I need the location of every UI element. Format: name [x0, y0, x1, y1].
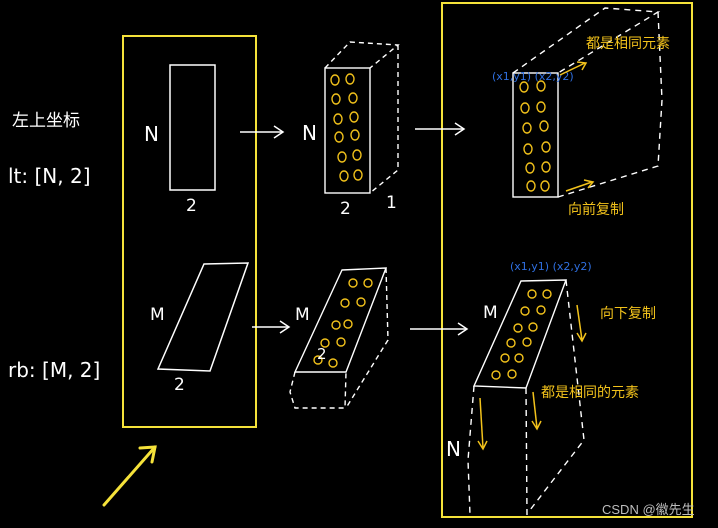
rb-matrix-rows-label: M	[150, 305, 165, 325]
rb-expanded-block	[289, 267, 389, 409]
same-elements-bottom-note: 都是相同的元素	[541, 385, 639, 401]
arrow-rb-to-expanded	[252, 320, 291, 334]
rb-broadcast-coords: (x1,y1) (x2,y2)	[510, 260, 592, 273]
rb-matrix	[156, 262, 250, 372]
watermark: CSDN @徽先生	[602, 502, 695, 517]
rb-expanded-dots	[313, 278, 373, 368]
broadcast-result-box	[441, 2, 693, 518]
arrow-rb-to-broadcast	[410, 322, 469, 336]
rb-broadcast-block	[467, 279, 585, 516]
rb-expanded-cols-label: 2	[317, 345, 327, 363]
lt-expanded-cols-label: 2	[340, 199, 351, 219]
lt-broadcast-block	[512, 7, 663, 198]
pointer-arrow	[102, 445, 157, 507]
rb-shape-label: rb: [M, 2]	[8, 358, 100, 382]
lt-broadcast-coords: (x1,y1) (x2,y2)	[492, 70, 574, 83]
lt-expanded-block	[324, 41, 400, 194]
rb-broadcast-rows-label: M	[483, 303, 498, 323]
copy-down-note: 向下复制	[600, 305, 656, 322]
lt-matrix-cols-label: 2	[186, 196, 197, 216]
n-depth-label: N	[446, 437, 461, 461]
arrow-lt-to-expanded	[240, 125, 285, 139]
lt-expanded-rows-label: N	[302, 121, 317, 145]
input-shapes-box	[122, 35, 257, 428]
lt-matrix	[169, 64, 216, 191]
copy-forward-arrows	[559, 61, 595, 192]
lt-broadcast-dots	[519, 80, 551, 192]
copy-down-arrows	[477, 304, 587, 451]
rb-broadcast-dots	[491, 289, 552, 380]
lt-shape-label: lt: [N, 2]	[8, 164, 91, 188]
lt-expanded-depth-label: 1	[386, 193, 397, 213]
lt-title-label: 左上坐标	[12, 111, 80, 131]
arrow-lt-to-broadcast	[415, 122, 466, 136]
lt-matrix-rows-label: N	[144, 122, 159, 146]
copy-forward-note: 向前复制	[568, 201, 624, 218]
lt-expanded-dots	[330, 73, 363, 182]
same-elements-top-note: 都是相同元素	[586, 36, 670, 52]
rb-matrix-cols-label: 2	[174, 375, 185, 395]
rb-expanded-rows-label: M	[295, 305, 310, 325]
